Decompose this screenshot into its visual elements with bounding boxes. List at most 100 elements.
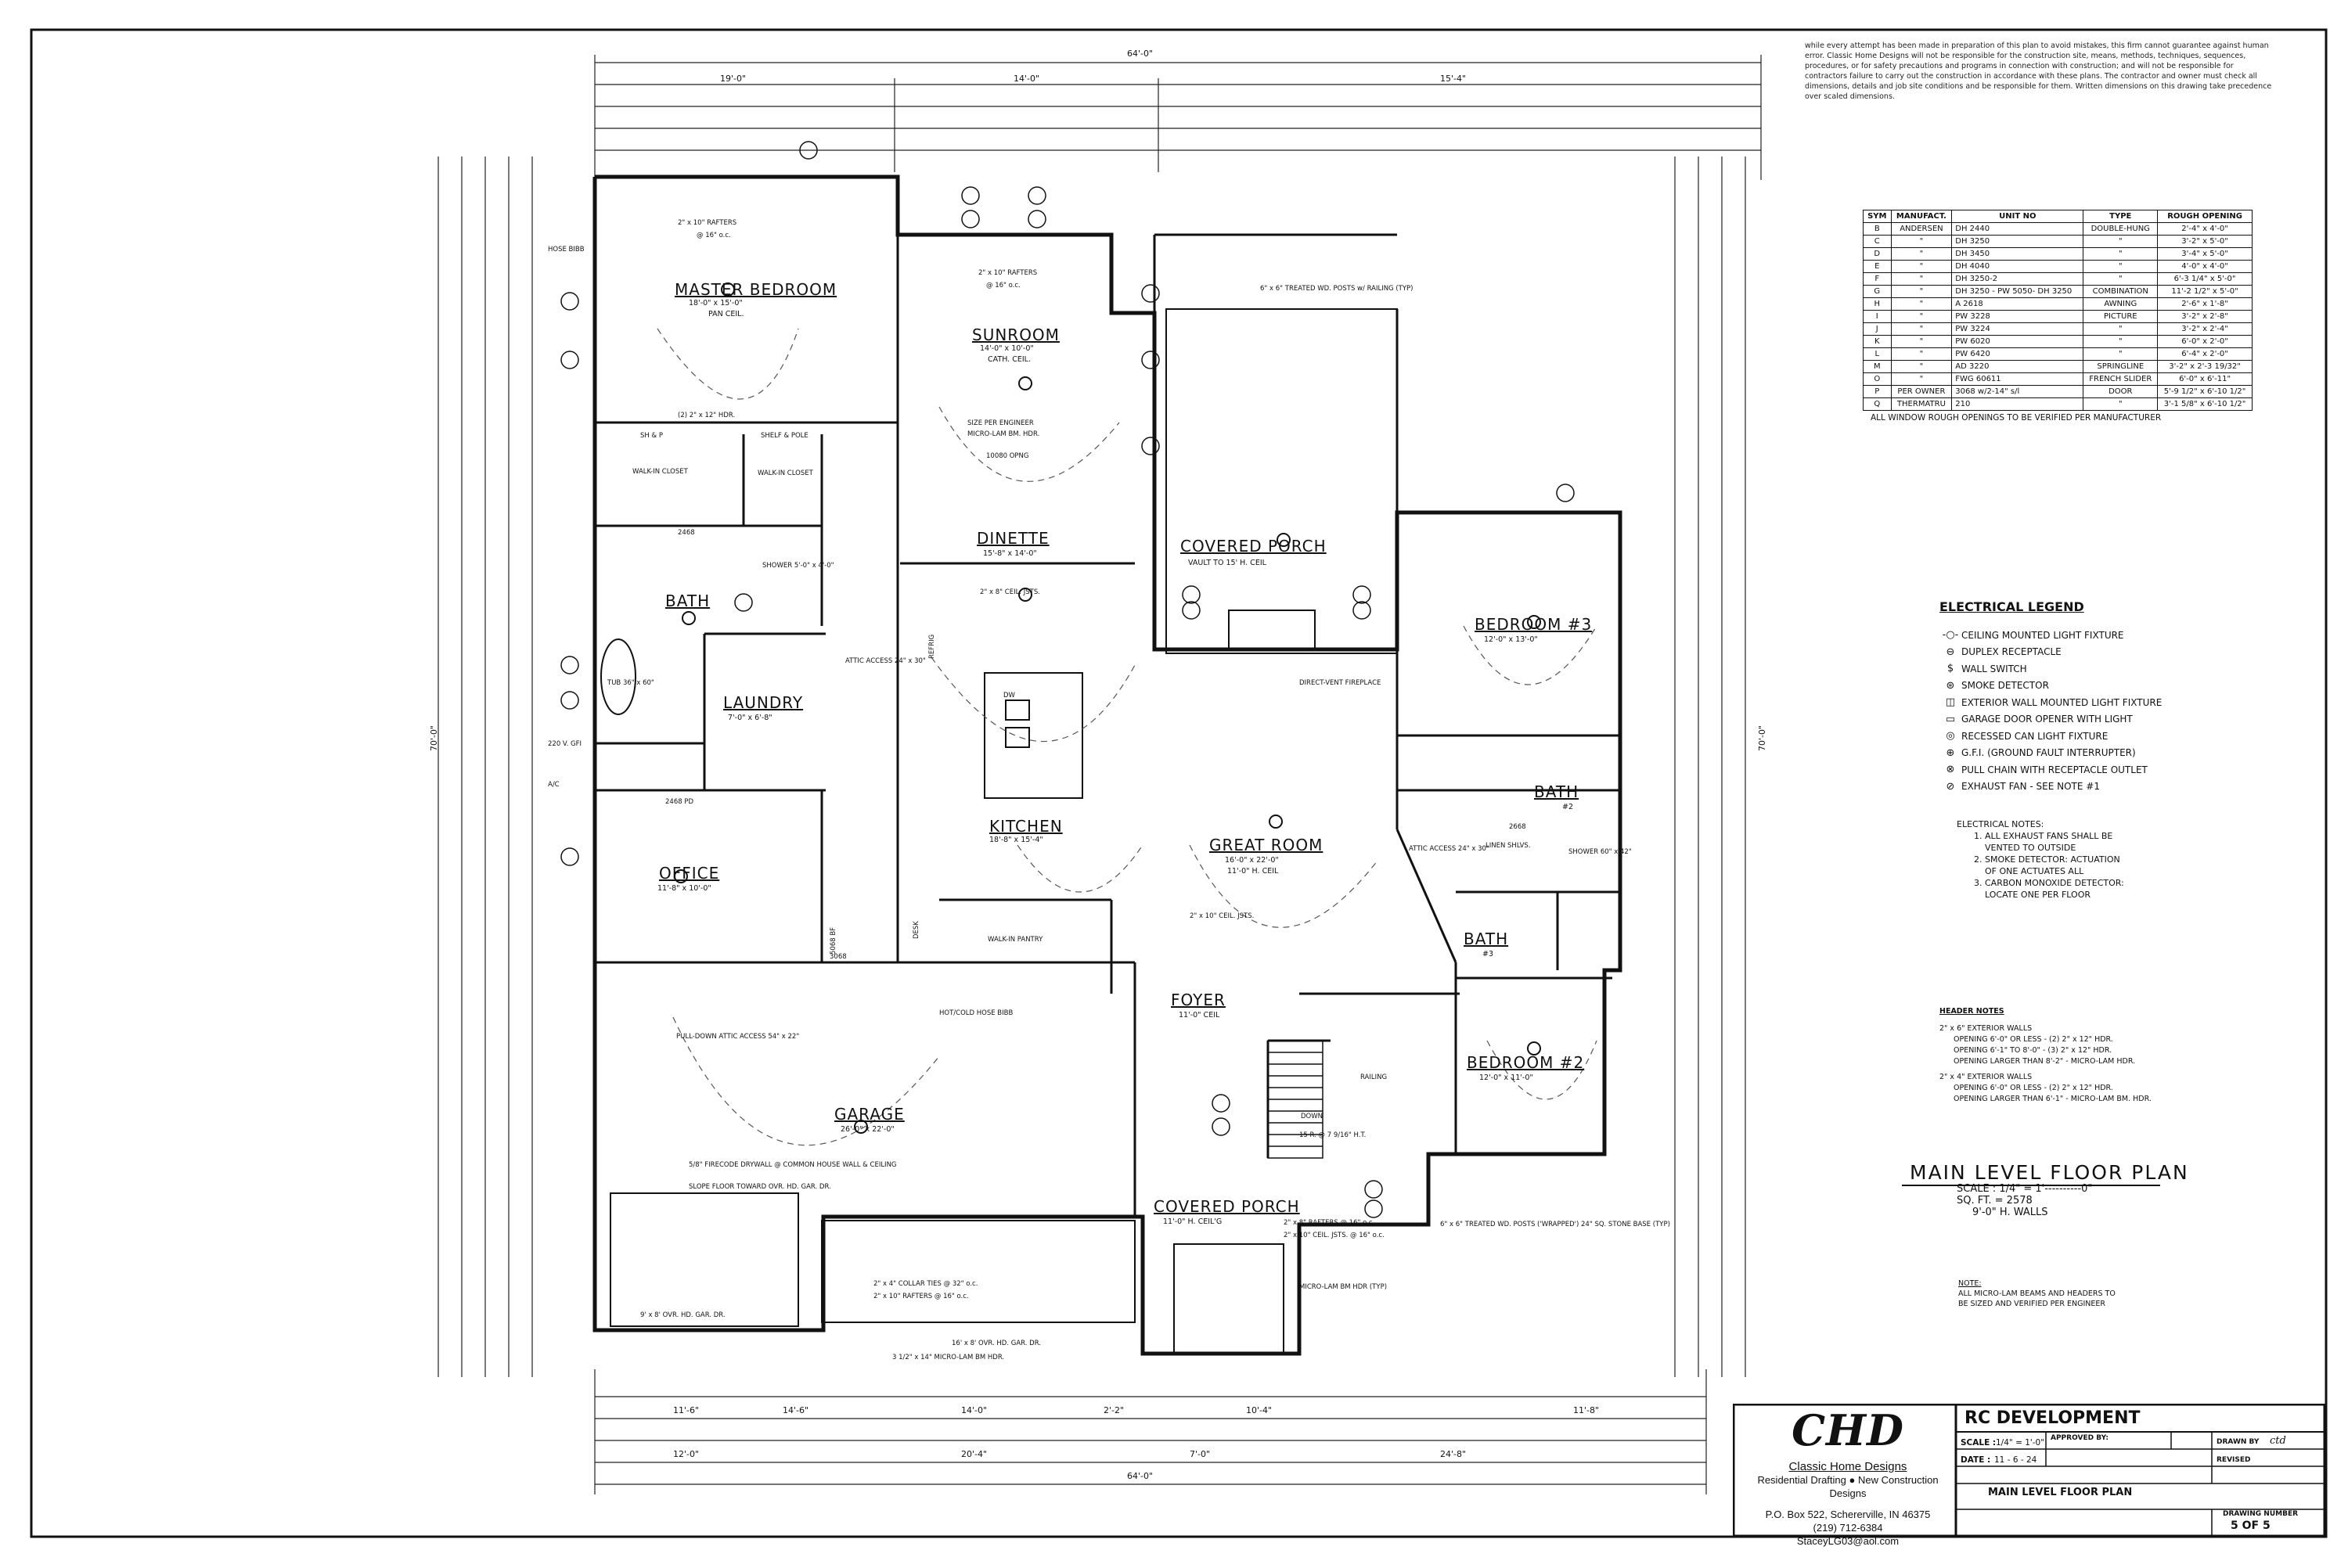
header-note: OPENING LARGER THAN 6'-1" - MICRO-LAM BM…	[1954, 1095, 2152, 1103]
table-cell: 3'-2" x 2'-8"	[2157, 310, 2253, 323]
table-cell: ANDERSEN	[1890, 222, 1953, 236]
table-cell: DH 4040	[1951, 260, 2084, 273]
table-cell: 6'-0" x 2'-0"	[2157, 335, 2253, 348]
table-row: F"DH 3250-2"6'-3 1/4" x 5'-0"	[1863, 272, 2253, 286]
plan-walls: 9'-0" H. WALLS	[1972, 1207, 2048, 1218]
drawing-number: 5 OF 5	[2231, 1519, 2271, 1532]
ceiling-light-icon: -○-	[1942, 629, 1959, 642]
plan-label: ATTIC ACCESS 24" x 30"	[1409, 845, 1489, 853]
plan-label: 15 R. @ 7 9/16" H.T.	[1299, 1131, 1367, 1139]
dim-bottom: 2'-2"	[1104, 1405, 1125, 1415]
header-note: OPENING 6'-1" TO 8'-0" - (3) 2" x 12" HD…	[1954, 1046, 2112, 1055]
col-header: MANUFACT.	[1890, 210, 1953, 223]
room-bath-2-num: #2	[1562, 803, 1574, 811]
plan-label: 10080 OPNG	[986, 452, 1029, 460]
room-garage: GARAGE	[834, 1105, 905, 1124]
bottom-dimension-lines	[594, 1369, 1707, 1494]
table-cell: "	[1890, 260, 1953, 273]
legend-item: ⊘EXHAUST FAN - SEE NOTE #1	[1939, 779, 2221, 796]
drawing-number-label: DRAWING NUMBER	[2223, 1510, 2299, 1518]
electrical-note: VENTED TO OUTSIDE	[1985, 843, 2076, 853]
table-cell: J	[1863, 322, 1892, 336]
legend-title: ELECTRICAL LEGEND	[1939, 599, 2084, 614]
plan-meta: SCALE : 1/4" = 1'----------0" SQ. FT. = …	[1957, 1183, 2092, 1218]
plan-label: SH & P	[640, 432, 663, 440]
room-kitchen: KITCHEN	[989, 817, 1063, 836]
dim-bottom: 11'-8"	[1573, 1405, 1600, 1415]
room-bedroom-3-dims: 12'-0" x 13'-0"	[1484, 635, 1538, 644]
table-cell: DH 3450	[1951, 247, 2084, 261]
table-cell: DOOR	[2083, 385, 2159, 398]
engineer-note: NOTE: ALL MICRO-LAM BEAMS AND HEADERS TO…	[1958, 1278, 2116, 1309]
table-cell: 6'-4" x 2'-0"	[2157, 347, 2253, 361]
legend-label: G.F.I. (GROUND FAULT INTERRUPTER)	[1961, 747, 2136, 759]
legend-item: ⊗PULL CHAIN WITH RECEPTACLE OUTLET	[1939, 761, 2221, 779]
header-note: 2" x 6" EXTERIOR WALLS	[1939, 1024, 2033, 1033]
table-cell: O	[1863, 372, 1892, 386]
plan-label: 2" x 10" RAFTERS	[678, 219, 737, 227]
table-cell: D	[1863, 247, 1892, 261]
room-covered-porch-rear-dims: VAULT TO 15' H. CEIL	[1188, 559, 1266, 567]
dim-bottom: 14'-0"	[961, 1405, 988, 1415]
engineer-note-title: NOTE:	[1958, 1279, 1982, 1288]
room-bath-3: BATH	[1464, 930, 1509, 948]
table-cell: 4'-0" x 4'-0"	[2157, 260, 2253, 273]
engineer-note-line: ALL MICRO-LAM BEAMS AND HEADERS TO	[1958, 1289, 2116, 1298]
plan-label: WALK-IN CLOSET	[758, 469, 813, 477]
table-cell: "	[1890, 372, 1953, 386]
plan-label: REFRIG	[928, 634, 936, 659]
plan-label: 6" x 6" TREATED WD. POSTS w/ RAILING (TY…	[1260, 285, 1413, 293]
plan-label: SIZE PER ENGINEER	[967, 419, 1034, 427]
table-cell: "	[1890, 360, 1953, 373]
room-master-bedroom: MASTER BEDROOM	[675, 280, 837, 299]
duplex-receptacle-icon: ⊖	[1946, 646, 1955, 658]
dim-bottom: 24'-8"	[1440, 1449, 1467, 1459]
room-garage-dims: 26'-0" x 22'-0"	[841, 1125, 895, 1134]
plan-label: @ 16" o.c.	[697, 232, 731, 239]
company-phone: (219) 712-6384	[1813, 1522, 1883, 1534]
legend-label: WALL SWITCH	[1961, 663, 2027, 674]
drawn-label: DRAWN BY	[2217, 1438, 2260, 1446]
plan-label: DW	[1003, 692, 1015, 699]
table-cell: F	[1863, 272, 1892, 286]
company-email: StaceyLG03@aol.com	[1796, 1535, 1900, 1547]
dim-bottom: 10'-4"	[1246, 1405, 1273, 1415]
table-cell: "	[1890, 322, 1953, 336]
table-cell: C	[1863, 235, 1892, 248]
plan-label: SHOWER 60" x 42"	[1568, 848, 1632, 856]
plan-label: 5/8" FIRECODE DRYWALL @ COMMON HOUSE WAL…	[689, 1161, 897, 1169]
legend-label: EXHAUST FAN - SEE NOTE #1	[1961, 781, 2100, 793]
plan-label: @ 16" o.c.	[986, 282, 1021, 290]
plan-label: 6" x 6" TREATED WD. POSTS ('WRAPPED') 24…	[1440, 1221, 1670, 1228]
room-sunroom-sub: CATH. CEIL.	[988, 355, 1031, 364]
table-cell: FRENCH SLIDER	[2083, 372, 2159, 386]
room-great-room-sub: 11'-0" H. CEIL	[1227, 867, 1279, 876]
table-cell: B	[1863, 222, 1892, 236]
room-master-bedroom-dims: 18'-0" x 15'-0"	[689, 299, 743, 307]
porch-outline	[1165, 308, 1398, 654]
room-bath-2: BATH	[1534, 782, 1579, 801]
table-cell: DH 3250	[1951, 235, 2084, 248]
plan-label: 2668	[1509, 823, 1526, 831]
right-dimension-lines	[1674, 156, 1746, 1377]
plan-label: DIRECT-VENT FIREPLACE	[1299, 679, 1381, 687]
table-cell: 3068 w/2-14" s/l	[1951, 385, 2084, 398]
table-cell: 3'-2" x 2'-4"	[2157, 322, 2253, 336]
company-name: Classic Home Designs	[1788, 1460, 1907, 1473]
table-cell: L	[1863, 347, 1892, 361]
legend-item: -○-CEILING MOUNTED LIGHT FIXTURE	[1939, 627, 2221, 644]
table-cell: M	[1863, 360, 1892, 373]
table-cell: COMBINATION	[2083, 285, 2159, 298]
company-address: P.O. Box 522, Schererville, IN 46375	[1765, 1509, 1931, 1520]
window-tag-bubbles	[560, 141, 1575, 1218]
plan-label: 9' x 8' OVR. HD. GAR. DR.	[640, 1311, 726, 1319]
gfi-icon: ⊕	[1946, 746, 1955, 759]
engineer-note-line: BE SIZED AND VERIFIED PER ENGINEER	[1958, 1300, 2106, 1308]
wiring-arcs	[657, 328, 1597, 1146]
company-logo-block: CHD Classic Home Designs Residential Dra…	[1739, 1405, 1957, 1548]
